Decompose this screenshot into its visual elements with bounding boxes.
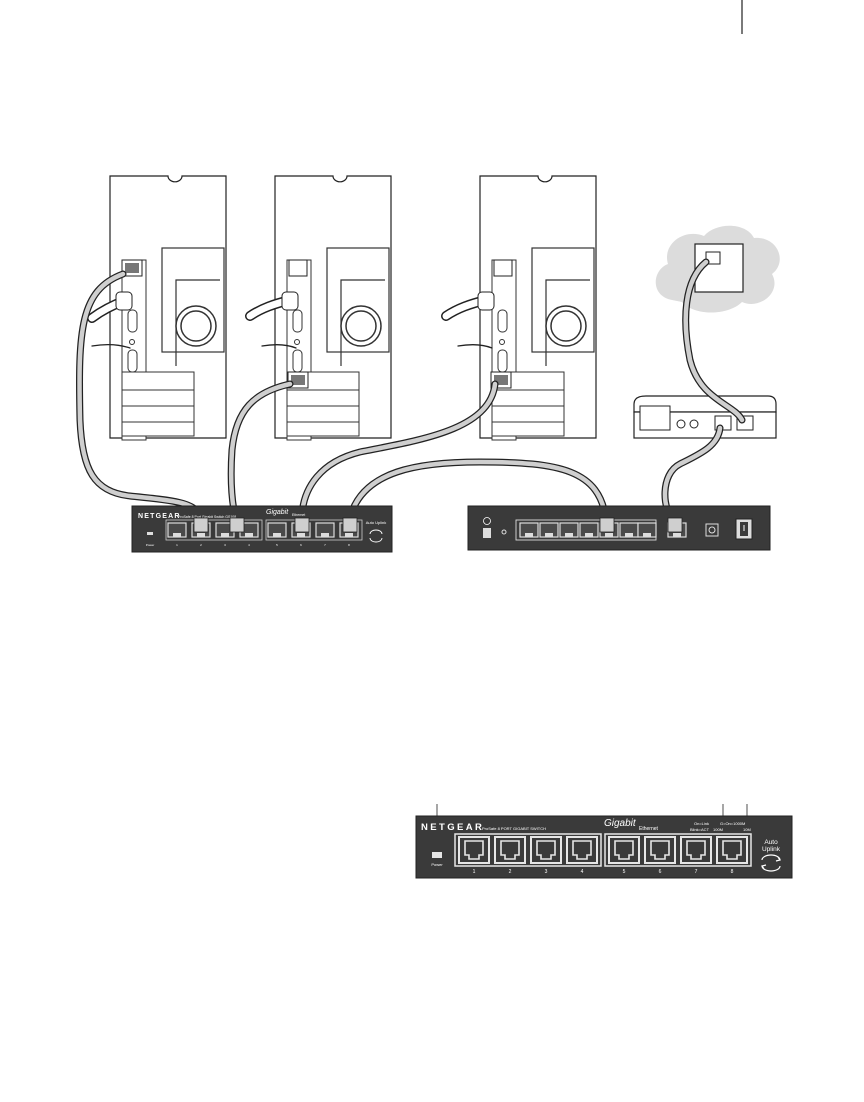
detail-gigabit-label: Gigabit: [604, 818, 637, 829]
status-legend-line-1: On=Link: [694, 821, 709, 826]
detail-port-1[interactable]: [459, 837, 489, 863]
router-icon: [468, 506, 770, 550]
computer-3: [480, 176, 596, 440]
svg-text:6: 6: [659, 869, 662, 875]
lan-port-1[interactable]: [520, 523, 538, 537]
lan-port-3[interactable]: [560, 523, 578, 537]
port-7[interactable]: [316, 523, 334, 537]
lan-port-6[interactable]: [620, 523, 638, 537]
detail-power-led: [432, 852, 442, 858]
power-label: Power: [146, 543, 155, 547]
detail-model-label: ProSafe 8 PORT GIGABIT SWITCH: [482, 826, 546, 831]
dc-jack: [483, 528, 491, 538]
svg-text:5: 5: [623, 869, 626, 875]
ethernet-port-icon: [494, 260, 512, 276]
detail-port-2[interactable]: [495, 837, 525, 863]
auto-uplink-label: Auto Uplink: [366, 520, 386, 525]
lan-port-2[interactable]: [540, 523, 558, 537]
lan-port-7[interactable]: [638, 523, 656, 537]
ethernet-port-icon: [289, 260, 307, 276]
brand-label: NETGEAR: [138, 513, 181, 520]
svg-text:2: 2: [509, 869, 512, 875]
power-switch-icon[interactable]: [736, 519, 752, 539]
svg-text:3: 3: [545, 869, 548, 875]
svg-text:1: 1: [473, 869, 476, 875]
speed-legend-line-1: G=On=1000M: [720, 821, 745, 826]
svg-text:4: 4: [581, 869, 584, 875]
port-5[interactable]: [268, 523, 286, 537]
svg-text:8: 8: [731, 869, 734, 875]
switch-front-panel-detail: NETGEAR ProSafe 8 PORT GIGABIT SWITCH Gi…: [416, 804, 792, 878]
status-legend-line-2: Blink=ACT: [690, 827, 710, 832]
gigabit-label: Gigabit: [266, 509, 289, 516]
port-1[interactable]: [168, 523, 186, 537]
detail-auto-label: Auto: [764, 839, 778, 846]
detail-port-5[interactable]: [609, 837, 639, 863]
lan-port-4[interactable]: [580, 523, 598, 537]
detail-port-7[interactable]: [681, 837, 711, 863]
detail-brand-label: NETGEAR: [421, 822, 484, 833]
detail-ethernet-label: Ethernet: [639, 826, 659, 832]
detail-power-label: Power: [431, 862, 443, 867]
cable-modem-icon: [634, 396, 776, 438]
detail-port-8[interactable]: [717, 837, 747, 863]
power-led: [147, 532, 153, 535]
svg-text:7: 7: [695, 869, 698, 875]
detail-port-6[interactable]: [645, 837, 675, 863]
detail-uplink-label: Uplink: [762, 846, 781, 853]
detail-port-4[interactable]: [567, 837, 597, 863]
speed-legend-line-3: 10M: [743, 827, 751, 832]
switch-gs108: NETGEAR ProSafe 8 Port Gigabit Switch GS…: [132, 506, 392, 552]
detail-port-3[interactable]: [531, 837, 561, 863]
speed-legend-line-2: 100M: [713, 827, 723, 832]
ethernet-label: Ethernet: [292, 513, 305, 517]
